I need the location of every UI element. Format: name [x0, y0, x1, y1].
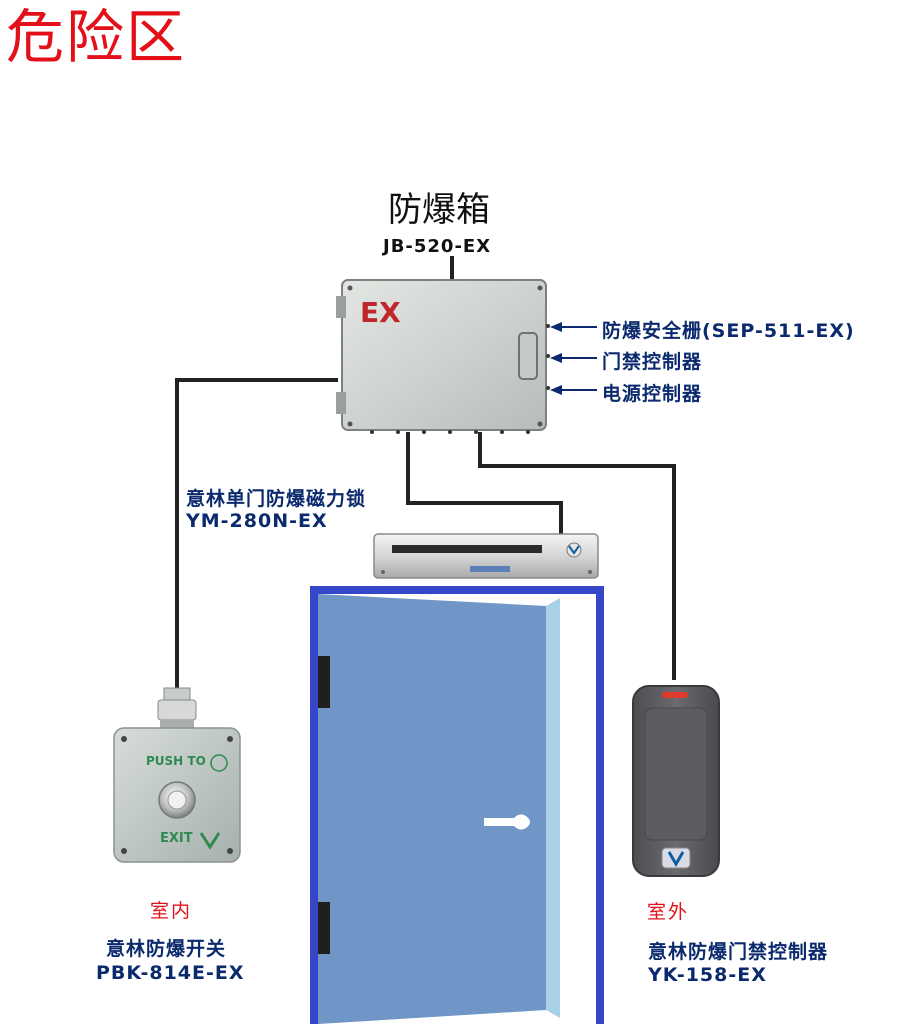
reader-device [632, 685, 720, 877]
zone-title: 危险区 [6, 3, 187, 71]
input-label-safety-barrier: 防爆安全栅(SEP-511-EX) [602, 320, 855, 342]
door-hinge-top [318, 656, 330, 708]
exit-panel-top-text: PUSH TO [146, 754, 206, 768]
cable-reader [478, 432, 676, 680]
reader-location: 室外 [647, 901, 690, 923]
exit-panel-bottom-text: EXIT [160, 831, 193, 846]
reader-logo-icon [667, 851, 685, 867]
junction-box-title: 防爆箱 [388, 190, 490, 230]
input-label-power-controller: 电源控制器 [602, 383, 703, 405]
ex-marking: EX [360, 296, 401, 329]
mag-lock-name: 意林单门防爆磁力锁 [186, 488, 367, 510]
mag-lock [373, 533, 599, 579]
cable-exit-button [175, 378, 338, 688]
mag-lock-model: YM-280N-EX [186, 510, 328, 532]
door-hinge-bottom [318, 902, 330, 954]
cable-mag-lock [406, 432, 563, 540]
junction-box-handle [518, 332, 538, 380]
junction-box-model: JB-520-EX [383, 236, 492, 257]
exit-button-name: 意林防爆开关 [106, 938, 227, 960]
input-arrows [550, 322, 597, 395]
input-label-access-controller: 门禁控制器 [602, 351, 703, 373]
ex-symbol-icon [210, 754, 228, 772]
exit-button-device [113, 687, 241, 863]
exit-button-model: PBK-814E-EX [96, 962, 245, 984]
junction-box [336, 279, 550, 434]
reader-led [662, 692, 688, 698]
exit-button-location: 室内 [150, 900, 193, 922]
door-frame [310, 586, 604, 1024]
reader-name: 意林防爆门禁控制器 [648, 941, 829, 963]
door-handle [484, 814, 530, 830]
brand-logo-icon [199, 832, 221, 850]
reader-model: YK-158-EX [648, 964, 767, 986]
door [318, 594, 560, 1024]
